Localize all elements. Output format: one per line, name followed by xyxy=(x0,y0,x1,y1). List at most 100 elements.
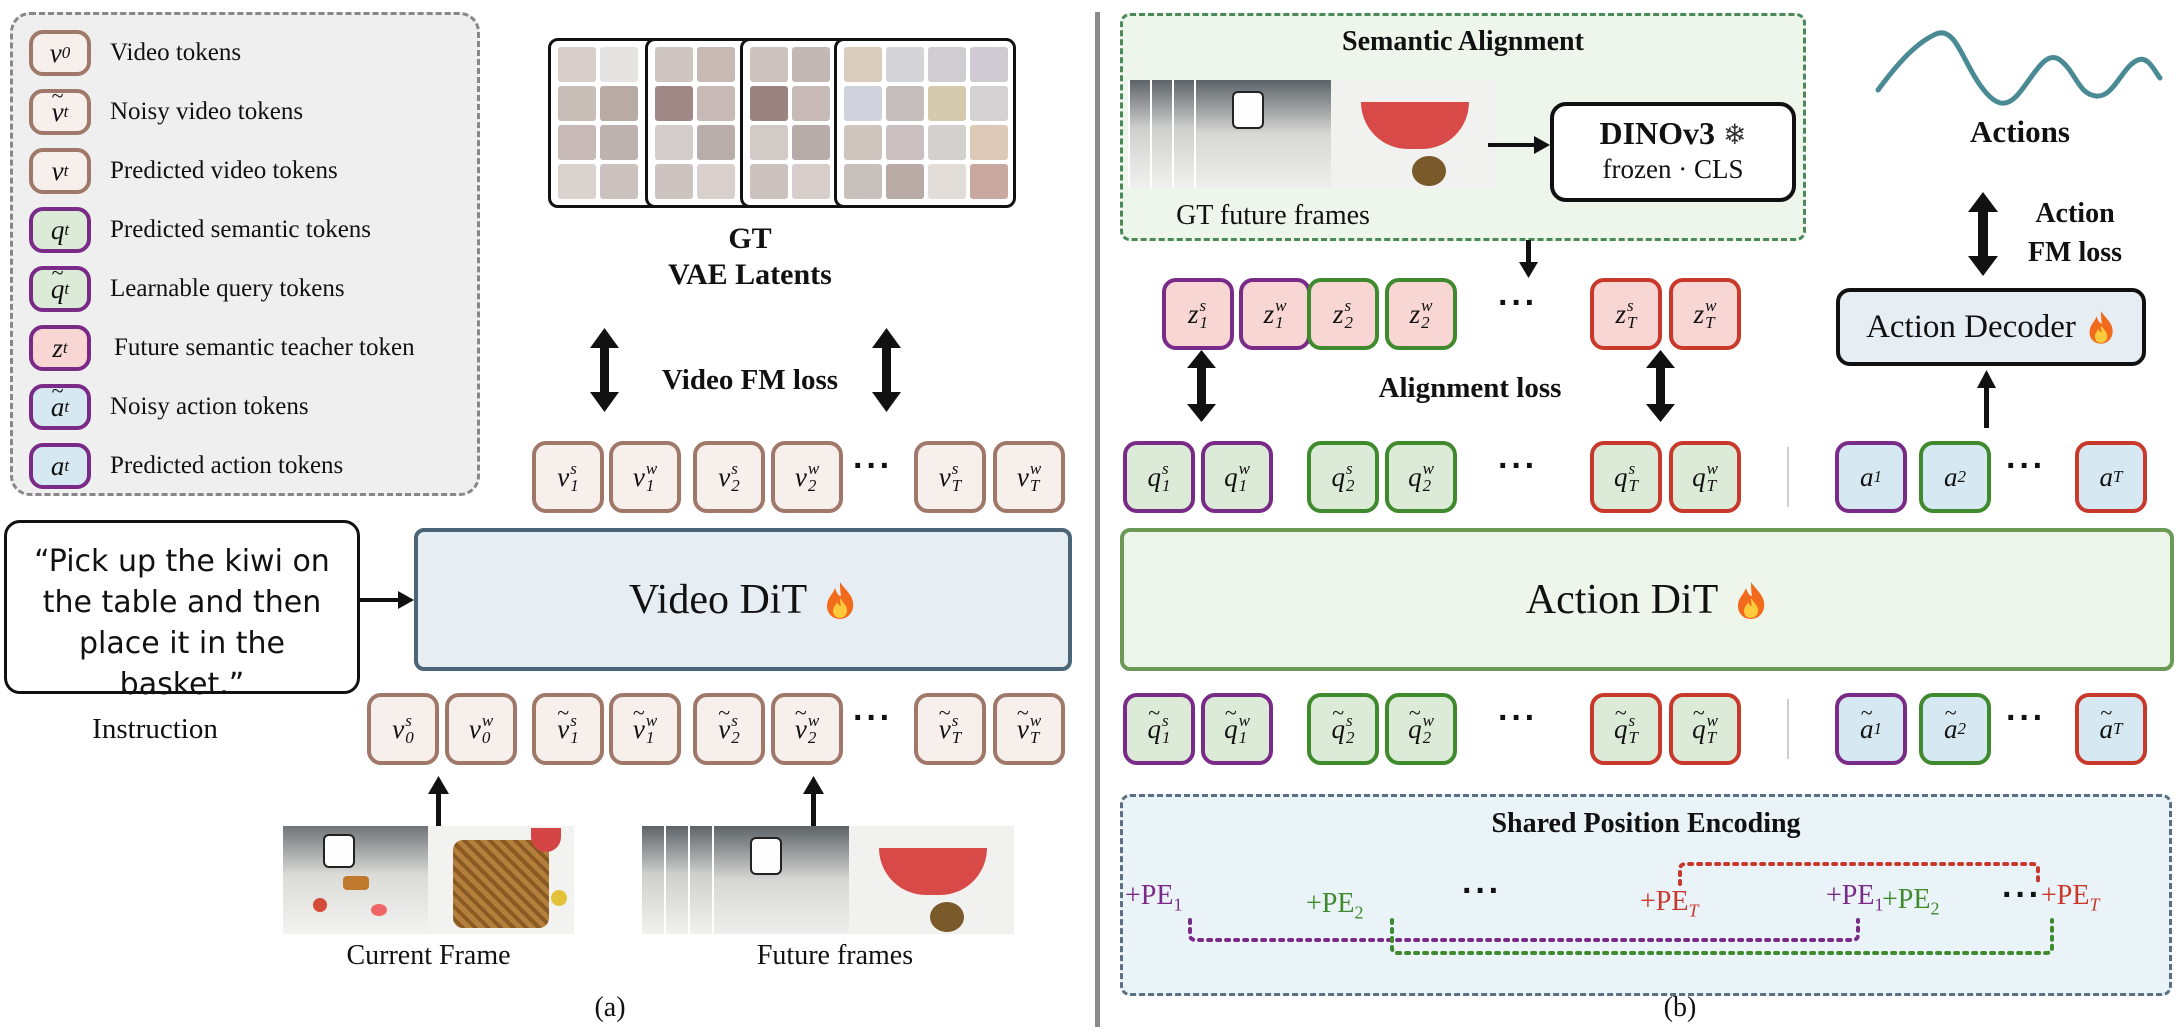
latent-cell xyxy=(970,164,1008,199)
latent-cell xyxy=(844,164,882,199)
latent-cell xyxy=(697,164,735,199)
latent-cell xyxy=(970,125,1008,160)
fire-icon xyxy=(1734,580,1768,620)
fire-icon xyxy=(823,580,857,620)
current-frame-label: Current Frame xyxy=(346,940,511,971)
legend-label-0: Video tokens xyxy=(110,39,242,66)
pe-1-action: +PE1 xyxy=(1826,880,1884,915)
token-noisy-a2: a~2 xyxy=(1919,693,1991,765)
token-noisy-a1: a~1 xyxy=(1835,693,1907,765)
legend-label-3: Predicted semantic tokens xyxy=(110,216,372,243)
latent-cell xyxy=(750,86,788,121)
legend-label-7: Predicted action tokens xyxy=(110,452,344,479)
actions-label: Actions xyxy=(1970,114,2070,149)
ellipsis: ··· xyxy=(1498,284,1538,322)
action-to-decoder-arrow xyxy=(1977,370,1996,428)
action-decoder-label: Action Decoder xyxy=(1866,308,2076,345)
separator xyxy=(1787,447,1789,507)
current-frame-image xyxy=(283,826,574,934)
latent-cell xyxy=(970,47,1008,82)
pe-ellipsis-2: ··· xyxy=(2002,876,2042,914)
latent-cell xyxy=(655,86,693,121)
ellipsis: ··· xyxy=(853,699,893,737)
caption-a: (a) xyxy=(594,992,626,1023)
latent-cell xyxy=(792,125,830,160)
separator xyxy=(1787,699,1789,759)
latent-cell xyxy=(655,125,693,160)
video-dit-label: Video DiT xyxy=(628,576,808,623)
pe-ellipsis-1: ··· xyxy=(1462,872,1502,910)
latent-cell xyxy=(558,86,596,121)
video-fm-loss-label: Video FM loss xyxy=(661,364,839,396)
latent-cell xyxy=(750,47,788,82)
instruction-arrow xyxy=(360,591,414,609)
latent-cell xyxy=(928,86,966,121)
token-noisy-aT: a~T xyxy=(2075,693,2147,765)
latent-cell xyxy=(558,164,596,199)
semantic-down-arrow xyxy=(1519,240,1538,278)
latent-cell xyxy=(792,47,830,82)
dinov3-title: DINOv3 xyxy=(1599,115,1716,151)
pe-T-action: +PET xyxy=(2041,880,2100,915)
latent-cell xyxy=(655,164,693,199)
dinov3-sub: frozen · CLS xyxy=(1602,154,1744,184)
gt-subtitle: VAE Latents xyxy=(668,258,832,291)
video-dit-block: Video DiT xyxy=(414,528,1072,671)
latent-cell xyxy=(928,47,966,82)
legend-token-4: q~t xyxy=(29,260,91,312)
latent-cell xyxy=(886,86,924,121)
legend-label-2: Predicted video tokens xyxy=(110,157,338,184)
dinov3-box: DINOv3 ❄ frozen · CLS xyxy=(1550,102,1796,202)
gt-title: GT xyxy=(728,222,772,255)
double-arrow-left xyxy=(590,328,619,412)
latent-cell xyxy=(886,164,924,199)
ellipsis: ··· xyxy=(2006,699,2046,737)
instruction-label: Instruction xyxy=(92,713,218,745)
pe-2-semantic: +PE2 xyxy=(1306,888,1364,923)
action-dit-label: Action DiT xyxy=(1525,576,1719,623)
ellipsis: ··· xyxy=(2006,447,2046,485)
latent-cell xyxy=(792,86,830,121)
legend-label-6: Noisy action tokens xyxy=(110,393,309,420)
latent-cell xyxy=(558,125,596,160)
latent-cell xyxy=(750,125,788,160)
latent-cell xyxy=(886,47,924,82)
action-fm-loss-arrow xyxy=(1968,192,1998,276)
double-arrow-right xyxy=(872,328,901,412)
latent-cell xyxy=(600,47,638,82)
frames-to-dino-arrow xyxy=(1488,136,1550,154)
latent-cell xyxy=(600,164,638,199)
action-dit-block: Action DiT xyxy=(1120,528,2174,671)
pe-1-semantic: +PE1 xyxy=(1125,880,1183,915)
